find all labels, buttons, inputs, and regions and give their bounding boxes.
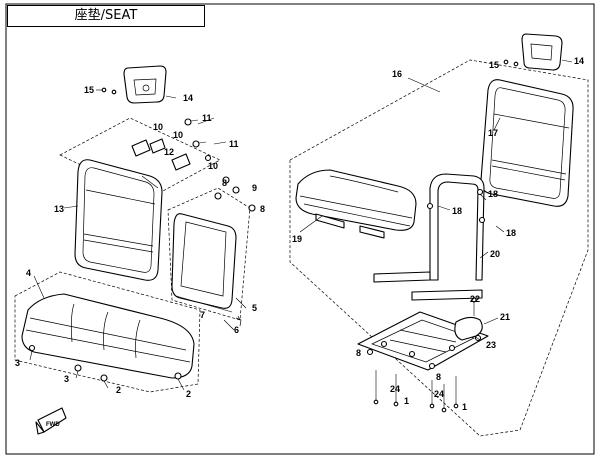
callout-18-a: 18 (452, 206, 462, 216)
callout-2-mid: 2 (116, 385, 121, 395)
drawing-frame (5, 3, 595, 455)
callout-6: 6 (234, 325, 239, 335)
callout-3-left: 3 (15, 358, 20, 368)
callout-8-base-b: 8 (436, 372, 441, 382)
headrest-left (96, 65, 177, 104)
seat-group-outline (14, 271, 201, 393)
backrest-left (74, 159, 163, 281)
callout-24-b: 24 (434, 389, 444, 399)
callout-10-a: 10 (153, 122, 163, 132)
backrest-rear-panel (171, 176, 256, 327)
callout-15-left: 15 (84, 85, 94, 95)
callout-7: 7 (200, 310, 205, 320)
callout-18-b: 18 (488, 189, 498, 199)
fwd-label: FWD (46, 422, 60, 428)
callout-4: 4 (26, 268, 31, 278)
callout-8-top-b: 8 (260, 204, 265, 214)
rear-panel-group-outline (167, 187, 251, 321)
seat-cushion-right (295, 169, 417, 239)
callout-20: 20 (490, 249, 500, 259)
callout-13: 13 (54, 204, 64, 214)
diagram-title: 座垫/SEAT (74, 8, 138, 23)
callout-18-c: 18 (506, 228, 516, 238)
callout-11-top: 11 (202, 113, 212, 123)
headrest-right (503, 33, 573, 71)
callout-9: 9 (252, 183, 257, 193)
callout-2-right: 2 (186, 389, 191, 399)
callout-3-mid: 3 (64, 374, 69, 384)
fwd-arrow (35, 407, 67, 435)
callout-10-c: 10 (208, 161, 218, 171)
callout-1-a: 1 (404, 396, 409, 406)
callout-19: 19 (292, 234, 302, 244)
seat-frame (373, 173, 486, 301)
callout-17: 17 (488, 128, 498, 138)
backrest-right (480, 79, 574, 207)
callout-16: 16 (392, 69, 402, 79)
callout-5: 5 (252, 303, 257, 313)
callout-14-right: 14 (574, 56, 584, 66)
callout-leaders (33, 77, 505, 341)
callout-22: 22 (470, 294, 480, 304)
callout-15-right: 15 (489, 60, 499, 70)
callout-24-a: 24 (390, 384, 400, 394)
callout-1-b: 1 (462, 402, 467, 412)
callout-23: 23 (486, 340, 496, 350)
callout-11-lower: 11 (229, 139, 239, 149)
seat-base-plate (357, 297, 489, 413)
right-seat-group-outline (289, 59, 589, 437)
seat-cushion-left (21, 293, 195, 391)
callout-14-left: 14 (183, 93, 193, 103)
callout-8-base-a: 8 (356, 348, 361, 358)
title-box (7, 5, 205, 27)
callout-12: 12 (164, 147, 174, 157)
callout-10-b: 10 (173, 130, 183, 140)
callout-21: 21 (500, 312, 510, 322)
callout-8-top-a: 8 (222, 178, 227, 188)
callout-labels: 14 15 11 11 10 10 10 12 13 8 9 8 5 7 6 4… (15, 56, 584, 412)
backrest-brackets-left (131, 118, 212, 171)
